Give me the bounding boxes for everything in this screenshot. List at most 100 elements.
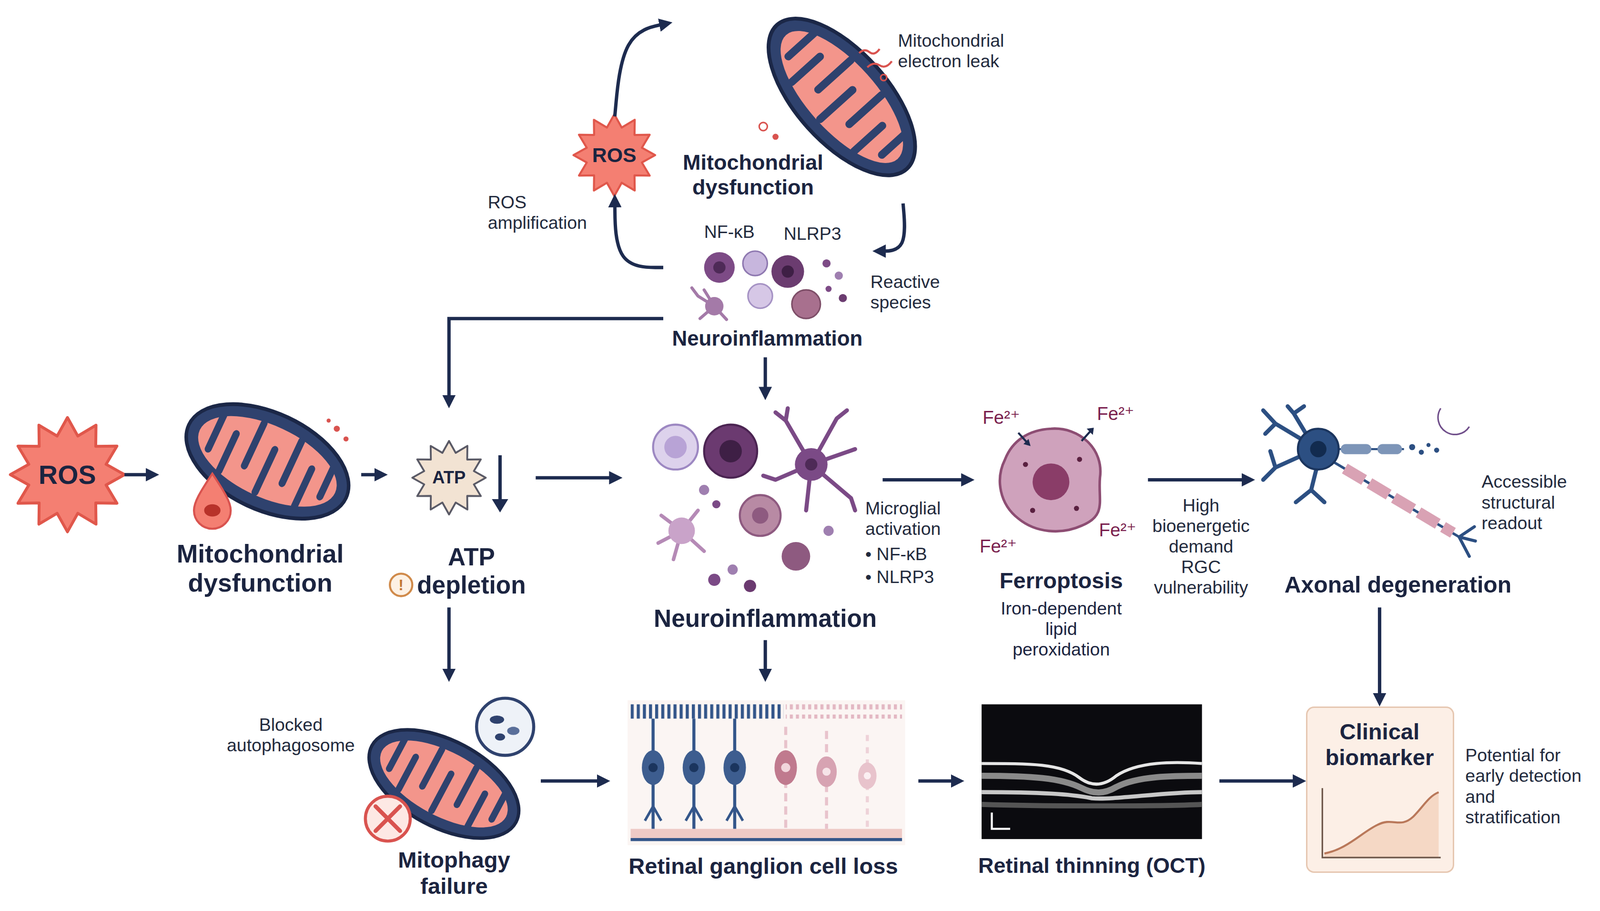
- node-text: Clinical biomarker: [1325, 718, 1435, 770]
- pathway-node: Mitochondrial dysfunction: [159, 408, 362, 608]
- arrow-connector: [361, 472, 382, 476]
- microglia-cells-part: [739, 495, 781, 537]
- inflammatory-cells-part: [704, 252, 735, 283]
- trend-area: [1324, 791, 1439, 858]
- inflammatory-cells-part: [705, 296, 724, 316]
- arrow-connector: [763, 639, 768, 676]
- annotation-label: Fe²⁺: [979, 535, 1017, 557]
- atp-starburst-part: [498, 455, 502, 500]
- microglia-cells-part: [794, 447, 828, 481]
- node-text: Neuroinflammation: [653, 604, 877, 633]
- inflammatory-cells: [691, 251, 847, 320]
- annotation-label: NLRP3: [783, 223, 842, 244]
- arrow-connector: [124, 472, 153, 476]
- annotation-label: NF-κB: [704, 221, 755, 243]
- microglia-cells-part: [712, 499, 721, 508]
- mitochondrion-icon-part: [772, 133, 779, 141]
- ferroptotic-cell-part: [1000, 428, 1101, 531]
- node-text: ROS: [38, 459, 97, 490]
- node-text: Iron-dependent lipid peroxidation: [994, 597, 1128, 660]
- oct-scan-part: [992, 811, 1011, 829]
- inflammatory-cells-part: [834, 271, 843, 280]
- inflammatory-cells-part: [742, 251, 768, 276]
- pathway-node: Mitochondrial dysfunction: [672, 0, 924, 204]
- node-text: Ferroptosis: [999, 567, 1124, 594]
- neuron-illustration: [1263, 405, 1476, 557]
- ros-starburst-part: [573, 114, 656, 196]
- microglia-cells-part: [653, 424, 699, 470]
- retina-illustration-part: [630, 703, 784, 719]
- node-text: Mitochondrial dysfunction: [163, 538, 358, 598]
- mitochondrion-icon: [168, 380, 367, 542]
- inflammatory-cells-part: [771, 254, 805, 288]
- annotation-label: Fe²⁺: [1096, 403, 1135, 425]
- mitochondrion-icon-part: [867, 60, 892, 68]
- ros-starburst: [573, 114, 656, 196]
- microglia-cells-part: [664, 435, 687, 458]
- annotation-label: Fe²⁺: [1098, 519, 1136, 541]
- pathway-node: Neuroinflammation: [622, 400, 883, 640]
- node-text: Mitochondrial dysfunction: [676, 150, 830, 200]
- ros-starburst-part: [10, 417, 125, 532]
- arrow-connector: [1147, 477, 1249, 482]
- node-text: Neuroinflammation: [671, 326, 863, 351]
- node-text: Axonal degeneration: [1284, 571, 1512, 598]
- neuron-illustration-part: [1344, 468, 1453, 533]
- arrow-connector: [882, 477, 969, 482]
- node-text: Mitophagy failure: [397, 846, 511, 899]
- microglia-cells-part: [727, 564, 738, 575]
- node-text: ATP depletion: [416, 542, 526, 599]
- retina-illustration-part: [863, 771, 871, 780]
- atp-starburst-part: [491, 498, 508, 513]
- oct-scan-part: [981, 803, 1203, 806]
- mitochondrion-icon-part: [859, 49, 880, 54]
- mitophagy-illustration-part: [375, 806, 400, 831]
- retina-illustration: [627, 699, 905, 845]
- mitophagy-illustration-part: [365, 795, 411, 841]
- node-text: ROS: [592, 143, 637, 167]
- neuron-illustration-part: [1332, 461, 1460, 537]
- retina-illustration-part: [780, 762, 790, 772]
- retina-illustration-part: [627, 699, 905, 845]
- node-text: Retinal ganglion cell loss: [628, 852, 898, 879]
- microglia-cells-part: [658, 510, 704, 560]
- microglia-cells: [653, 408, 856, 592]
- mitochondrion-icon-part: [204, 504, 221, 517]
- mitochondrion-icon-part: [759, 122, 768, 131]
- ferroptotic-cell-part: [1081, 430, 1091, 441]
- retina-illustration-part: [858, 762, 877, 790]
- pathway-node: Retinal ganglion cell loss: [610, 681, 919, 886]
- mitophagy-illustration-part: [476, 698, 534, 756]
- neuron-illustration-part: [1434, 447, 1440, 453]
- retina-illustration-part: [648, 762, 658, 772]
- arrow-connector: [763, 357, 768, 395]
- retina-illustration-part: [630, 828, 903, 838]
- neuron-illustration-part: [1377, 443, 1402, 454]
- mitophagy-illustration-part: [351, 707, 537, 861]
- retina-illustration-part: [785, 703, 902, 719]
- neuron-illustration-part: [1408, 443, 1416, 450]
- arrow-connector: [1377, 607, 1382, 700]
- neuron-illustration-part: [1340, 443, 1372, 454]
- arrow-connector: [918, 779, 958, 783]
- microglia-cells-part: [751, 506, 769, 524]
- retina-illustration-part: [689, 762, 699, 772]
- retina-illustration-part: [729, 762, 740, 772]
- annotation-label: Reactive species: [870, 271, 963, 313]
- neuron-illustration-part: [1426, 442, 1431, 447]
- pathway-node: ROS: [8, 418, 125, 531]
- inflammatory-cells-part: [838, 293, 847, 303]
- mitophagy-illustration-part: [506, 726, 520, 735]
- mitochondrion-icon-part: [168, 380, 367, 542]
- microglia-cells-part: [704, 424, 758, 478]
- annotation-label: Potential for early detection and strati…: [1465, 744, 1588, 827]
- edge-label: ROS amplification: [487, 192, 588, 233]
- neuron-illustration-part: [1297, 428, 1339, 470]
- mitochondrion-icon-part: [880, 74, 887, 81]
- ferroptotic-cell-part: [1073, 505, 1080, 511]
- oct-scan-part: [981, 703, 1203, 839]
- oct-scan-part: [981, 775, 1203, 792]
- annotation-label: !: [398, 576, 404, 594]
- microglia-cells-part: [805, 457, 818, 471]
